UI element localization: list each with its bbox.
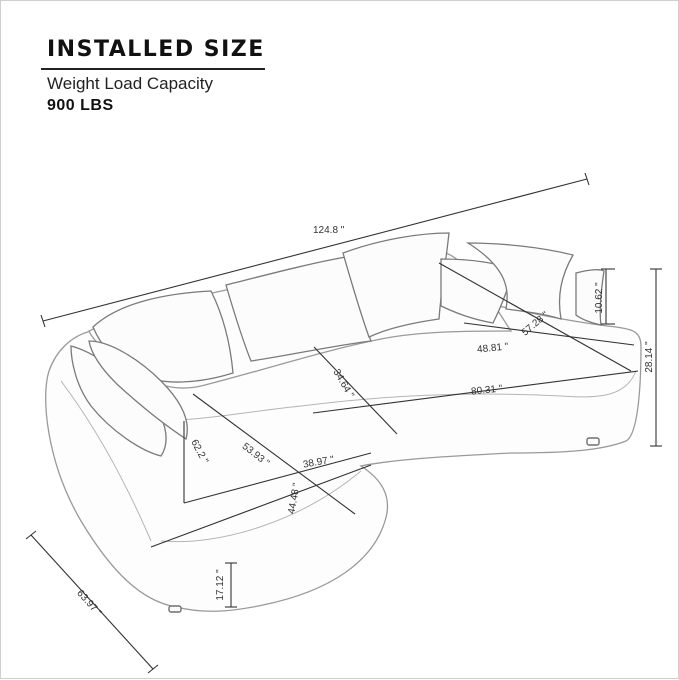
- dim-chaise-depth-line: [150, 464, 372, 548]
- dim-seat-depth-right-line: [463, 322, 635, 346]
- dim-seat-width-main: 80.31 ": [471, 383, 504, 397]
- weight-capacity-value: 900 LBS: [47, 97, 114, 114]
- sofa-illustration: [45, 232, 642, 613]
- dim-chaise-length-line: [192, 393, 356, 515]
- dimension-lines: [25, 172, 662, 674]
- dim-diag-right-line: [438, 262, 632, 372]
- dim-seat-width-main-line: [312, 370, 639, 414]
- dim-back-height: 28.14 ": [644, 341, 655, 373]
- weight-capacity-label: Weight Load Capacity: [47, 74, 214, 93]
- dim-chaise-width: 63.97 ": [74, 588, 103, 619]
- dim-seat-height: 17.12 ": [215, 569, 226, 601]
- dim-chaise-inner-line: [183, 452, 372, 504]
- dim-chaise-width-line: [30, 534, 154, 670]
- title-underline: [41, 68, 265, 70]
- dim-chaise-inner: 38.97 ": [302, 454, 335, 470]
- dim-chaise-depth: 44.48 ": [286, 482, 302, 515]
- dim-overall-length-line: [42, 178, 588, 322]
- page-title: INSTALLED SIZE: [47, 37, 265, 62]
- dim-seat-depth-right: 48.81 ": [477, 341, 510, 355]
- dim-pillow-height: 10.62 ": [594, 282, 605, 314]
- dim-inner-depth-line: [313, 346, 398, 435]
- dim-overall-length: 124.8 ": [313, 225, 345, 236]
